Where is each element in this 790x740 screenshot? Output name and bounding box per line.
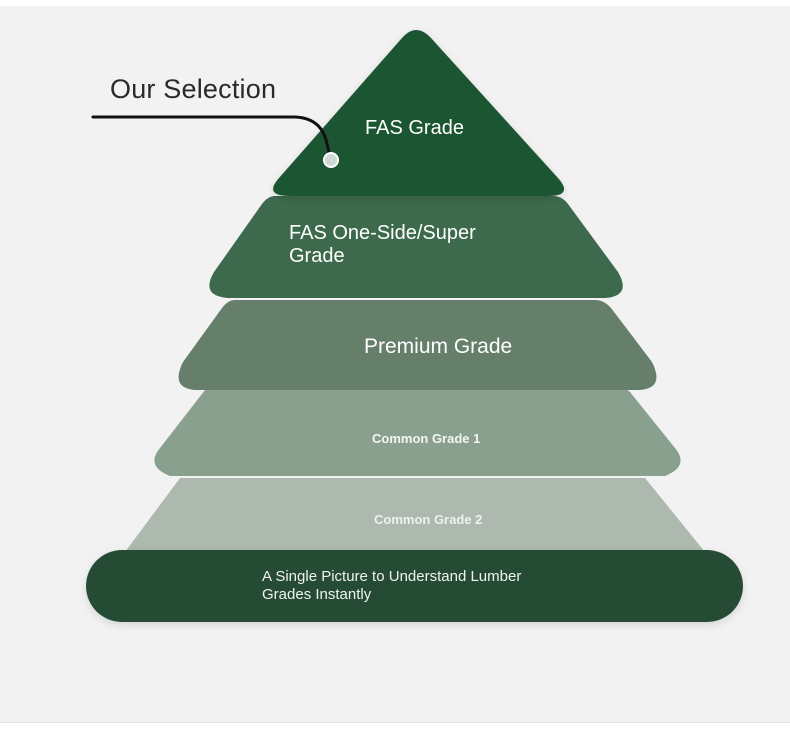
callout-connector-line [91, 115, 333, 162]
bottom-divider [0, 722, 790, 723]
banner-text: A Single Picture to Understand Lumber Gr… [262, 568, 522, 603]
tier-fas-grade [273, 30, 565, 196]
tier-label-common-grade-1: Common Grade 1 [372, 431, 481, 446]
callout-marker-dot [323, 152, 339, 168]
tier-label-fas-one-side-super-grade: FAS One-Side/Super Grade [289, 222, 476, 267]
tier-common-grade-1 [154, 385, 681, 476]
tier-label-fas-grade: FAS Grade [365, 117, 464, 139]
tier-fas-one-side-super-grade [209, 196, 623, 298]
callout-our-selection: Our Selection [110, 74, 277, 104]
tier-label-common-grade-2: Common Grade 2 [374, 512, 483, 527]
banner-pill [86, 550, 743, 622]
tier-common-grade-2 [125, 478, 705, 552]
tier-premium-grade [178, 300, 657, 390]
tier-label-premium-grade: Premium Grade [364, 335, 513, 358]
